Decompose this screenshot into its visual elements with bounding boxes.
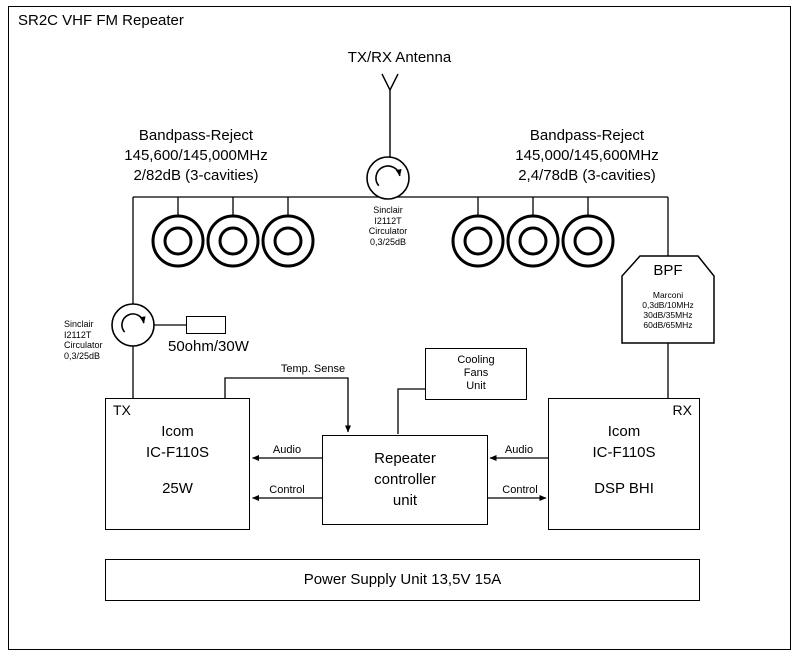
page-title: SR2C VHF FM Repeater [18, 12, 184, 29]
control-tx-label: Control [269, 484, 305, 496]
psu-box: Power Supply Unit 13,5V 15A [105, 559, 700, 601]
bpf-spec-line: 30dB/35MHz [643, 310, 693, 320]
psu-label: Power Supply Unit 13,5V 15A [303, 571, 502, 588]
bpf-spec-line: Marconi [652, 290, 684, 300]
controller-line: Repeater [374, 450, 436, 467]
circulator-center-line: 0,3/25dB [369, 236, 407, 247]
cavity-icon [561, 214, 615, 268]
circulator-left-line: 0,3/25dB [64, 350, 101, 361]
audio-tx-label: Audio [272, 444, 302, 456]
circulator-center-line: I2112T [374, 215, 402, 226]
circulator-center-label: Sinclair I2112T Circulator 0,3/25dB [348, 205, 428, 247]
filter-left-line: 2/82dB (3-cavities) [133, 167, 259, 184]
circulator-center-line: Sinclair [373, 205, 403, 215]
filter-right-line: 2,4/78dB (3-cavities) [518, 167, 656, 184]
temp-sense-label: Temp. Sense [280, 363, 346, 375]
filter-right-label: Bandpass-Reject 145,000/145,600MHz 2,4/7… [487, 126, 687, 186]
cooling-connector-line [397, 388, 425, 434]
filter-left-label: Bandpass-Reject 145,600/145,000MHz 2/82d… [96, 126, 296, 186]
bpf-specs: Marconi 0,3dB/10MHz 30dB/35MHz 60dB/65MH… [622, 290, 714, 330]
tx-corner-label: TX [113, 402, 131, 418]
cooling-line: Fans [463, 367, 489, 379]
circulator-center-icon [366, 156, 410, 200]
bpf-spec-line: 60dB/65MHz [643, 320, 693, 330]
controller-line: unit [392, 492, 418, 509]
circulator-left-line: Sinclair [64, 319, 94, 329]
cavity-icon [261, 214, 315, 268]
cavity-icon [451, 214, 505, 268]
tx-radio-box: TX Icom IC-F110S 25W [105, 398, 250, 530]
cavity-icon [506, 214, 560, 268]
circulator-left-line: I2112T [64, 329, 92, 340]
tx-radio-line: 25W [162, 480, 193, 497]
tx-radio-line: IC-F110S [145, 444, 210, 461]
cooling-line: Cooling [457, 354, 495, 366]
circulator-left-label: Sinclair I2112T Circulator 0,3/25dB [64, 319, 124, 361]
audio-rx-label: Audio [504, 444, 534, 456]
circulator-center-line: Circulator [368, 226, 408, 236]
control-rx-label: Control [502, 484, 538, 496]
filter-right-line: 145,000/145,600MHz [515, 147, 659, 164]
cavity-stubs [177, 197, 589, 217]
cooling-fans-box: Cooling Fans Unit [425, 348, 527, 400]
antenna-label: TX/RX Antenna [347, 49, 452, 66]
dummy-load-box [186, 316, 226, 334]
filter-left-line: 145,600/145,000MHz [124, 147, 268, 164]
cooling-line: Unit [466, 380, 486, 392]
bpf-spec-line: 0,3dB/10MHz [642, 300, 694, 310]
circulator-left-line: Circulator [64, 340, 103, 350]
controller-box: Repeater controller unit [322, 435, 488, 525]
bpf-title: BPF [653, 262, 683, 279]
cavity-icon [151, 214, 205, 268]
cavity-icon [206, 214, 260, 268]
rx-radio-box: RX Icom IC-F110S DSP BHI [548, 398, 700, 530]
dummy-load-label: 50ohm/30W [168, 338, 249, 355]
rx-radio-line: IC-F110S [592, 444, 656, 461]
diagram-border [8, 6, 791, 650]
tx-radio-line: Icom [161, 423, 194, 440]
rx-radio-line: Icom [607, 423, 641, 440]
rx-corner-label: RX [672, 402, 692, 418]
temp-sense-arrow [224, 377, 351, 433]
antenna-icon [381, 73, 399, 157]
bpf-filter-shape [621, 255, 715, 344]
rx-radio-line: DSP BHI [594, 480, 654, 497]
controller-line: controller [374, 471, 436, 488]
filter-right-line: Bandpass-Reject [529, 127, 645, 144]
filter-left-line: Bandpass-Reject [138, 127, 254, 144]
